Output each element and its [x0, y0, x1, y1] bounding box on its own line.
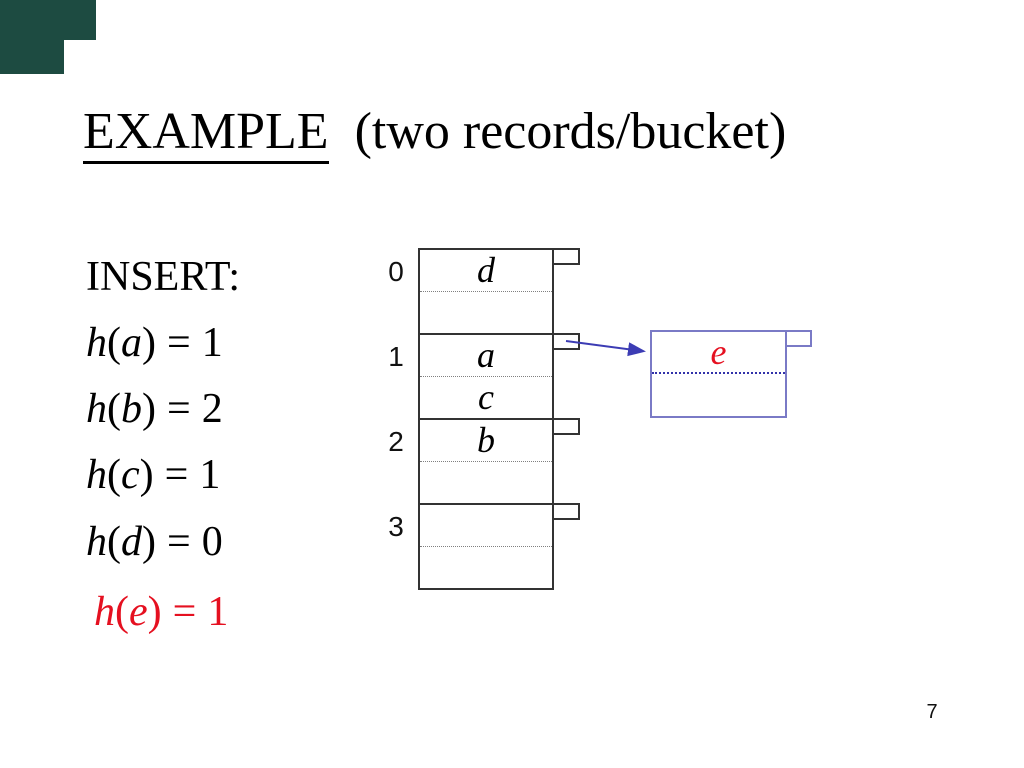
record: e	[710, 332, 727, 372]
bucket-1: 1 a c	[388, 333, 580, 420]
paren: )	[142, 386, 156, 432]
hash-func: h	[94, 589, 115, 635]
paren: (	[107, 519, 121, 565]
bucket-0-slot-1: d	[420, 250, 552, 292]
hash-value: 1	[201, 320, 223, 366]
bucket-0-overflow-pointer-tab	[552, 248, 580, 265]
bucket-0-slot-2	[420, 292, 552, 334]
bucket-3-slot-1	[420, 505, 552, 547]
hash-value: 1	[207, 589, 229, 635]
insert-heading: INSERT:	[86, 254, 241, 300]
hash-arg: e	[129, 589, 148, 635]
bucket-3-overflow-pointer-tab	[552, 503, 580, 520]
bucket-0: 0 d	[388, 248, 580, 335]
title-keyword: EXAMPLE	[83, 103, 329, 164]
paren: (	[107, 320, 121, 366]
bucket-1-slot-2: c	[420, 377, 552, 419]
paren: (	[115, 589, 129, 635]
overflow-bucket-slot-2	[652, 374, 785, 416]
paren: )	[139, 452, 154, 498]
hash-line-b: h(b)=2	[86, 385, 223, 433]
record: c	[478, 377, 494, 418]
paren: )	[142, 519, 156, 565]
corner-ornament-icon	[0, 0, 96, 74]
overflow-bucket: e	[650, 330, 812, 418]
hash-func: h	[86, 386, 107, 432]
bucket-2-label: 2	[388, 426, 404, 457]
bucket-2-slot-1: b	[420, 420, 552, 462]
equals-sign: =	[164, 452, 189, 498]
hash-arg: c	[121, 452, 140, 498]
hash-value: 2	[201, 386, 223, 432]
paren: )	[142, 320, 156, 366]
hash-func: h	[86, 519, 107, 565]
hash-line-c: h(c)=1	[86, 451, 220, 499]
bucket-1-slot-1: a	[420, 335, 552, 377]
paren: )	[147, 589, 162, 635]
title-suffix: (two records/bucket)	[354, 103, 787, 160]
page-number: 7	[926, 701, 938, 723]
overflow-bucket-pointer-tab	[785, 330, 812, 347]
paren: (	[107, 386, 121, 432]
bucket-1-label: 1	[388, 341, 404, 372]
overflow-bucket-slot-1: e	[652, 332, 785, 374]
overflow-arrow-icon	[565, 340, 646, 357]
page-title: EXAMPLE (two records/bucket)	[83, 103, 787, 164]
hash-line-a: h(a)=1	[86, 319, 223, 367]
hash-value: 1	[199, 452, 221, 498]
record: a	[477, 335, 495, 376]
equals-sign: =	[167, 386, 191, 432]
equals-sign: =	[172, 589, 197, 635]
bucket-2-slot-2	[420, 462, 552, 504]
record: d	[477, 250, 495, 291]
equals-sign: =	[167, 519, 191, 565]
hash-value: 0	[201, 519, 223, 565]
bucket-2: 2 b	[388, 418, 580, 505]
hash-func: h	[86, 452, 107, 498]
hash-arg: d	[121, 519, 142, 565]
hash-func: h	[86, 320, 107, 366]
hash-table: 0 d 1 a c 2 b 3	[388, 248, 580, 590]
hash-line-e-highlighted: h(e)=1	[94, 588, 228, 636]
hash-line-d: h(d)=0	[86, 518, 223, 566]
hash-arg: b	[121, 386, 142, 432]
bucket-3-label: 3	[388, 511, 404, 542]
bucket-3-slot-2	[420, 547, 552, 589]
record: b	[477, 420, 495, 461]
bucket-2-overflow-pointer-tab	[552, 418, 580, 435]
equals-sign: =	[167, 320, 191, 366]
bucket-0-label: 0	[388, 256, 404, 287]
hash-arg: a	[121, 320, 142, 366]
bucket-3: 3	[388, 503, 580, 590]
paren: (	[107, 452, 121, 498]
